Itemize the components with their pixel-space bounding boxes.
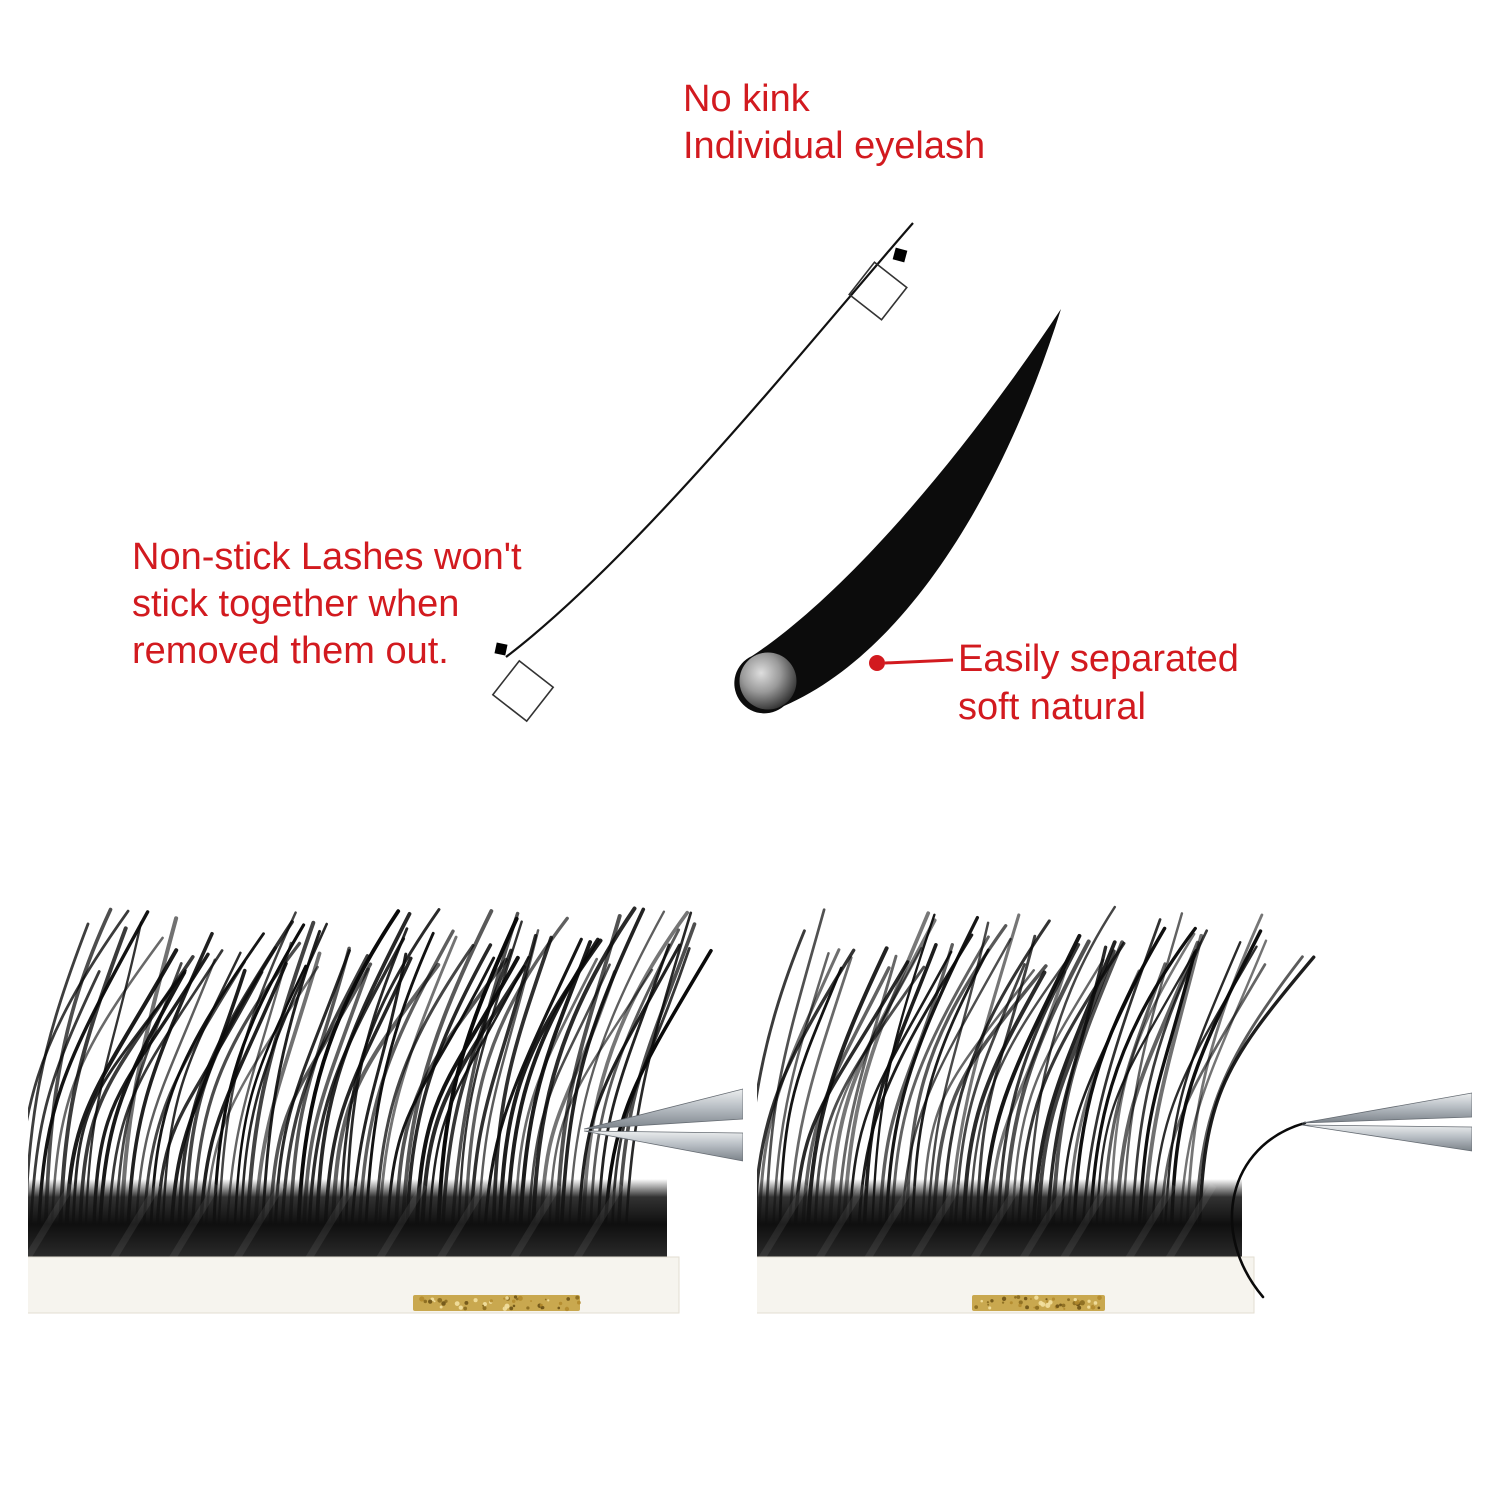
non-stick-line-1: Non-stick Lashes won't: [132, 536, 522, 578]
lash-tray-photo-left: [28, 893, 743, 1328]
marker-square-outline-bottom: [491, 659, 555, 723]
tape-strip: [28, 1256, 680, 1314]
no-kink-line-2: Individual eyelash: [683, 125, 986, 168]
thick-lash-end-cap: [739, 652, 797, 710]
lash-tray-photo-right: [757, 893, 1472, 1328]
thin-lash-curve: [505, 222, 914, 658]
marker-square-filled-bottom: [494, 642, 508, 656]
band-highlights: [758, 1183, 1217, 1261]
no-kink-label: No kink Individual eyelash: [683, 76, 985, 170]
band-highlights: [28, 1183, 625, 1261]
pointer-dot: [869, 655, 885, 671]
non-stick-line-3: removed them out.: [132, 630, 449, 673]
no-kink-line-1: No kink: [683, 78, 810, 120]
easily-line-1: Easily separated: [958, 638, 1239, 680]
marker-square-outline-top: [848, 261, 908, 321]
non-stick-line-2: stick together when: [132, 583, 460, 626]
easily-line-2: soft natural: [958, 685, 1146, 728]
tweezers: [1301, 1092, 1472, 1152]
pointer-line: [884, 658, 954, 665]
lash-root-band: [757, 1179, 1242, 1261]
lash-root-band: [28, 1179, 667, 1261]
marker-square-filled-top: [892, 247, 908, 263]
single-lash-diagram: [491, 222, 1061, 723]
picked-single-lash: [1230, 1121, 1307, 1299]
easily-separated-label: Easily separated soft natural: [958, 636, 1239, 732]
thick-lash-profile: [734, 309, 1061, 714]
glitter-strip: [413, 1295, 581, 1312]
non-stick-label: Non-stick Lashes won't stick together wh…: [132, 534, 522, 675]
tweezers: [583, 1088, 743, 1162]
glitter-strip: [972, 1295, 1105, 1311]
